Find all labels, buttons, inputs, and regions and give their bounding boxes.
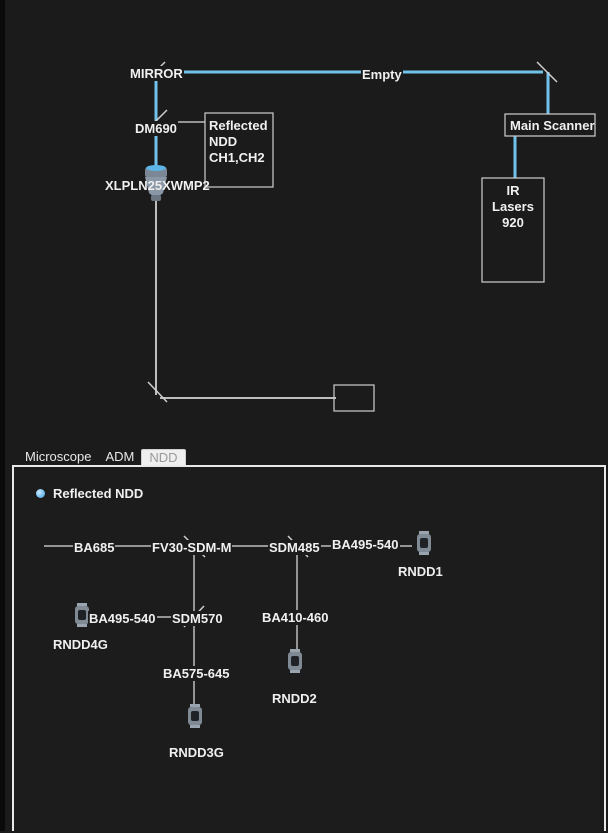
reflected-ndd-group: Reflected NDD [36, 486, 143, 501]
light-path-panel: MIRROR Empty DM690 XLPLN25XWMP2 Reflecte… [5, 0, 608, 448]
objective-icon [145, 165, 167, 201]
detector-rndd1-label: RNDD1 [398, 564, 443, 579]
filter-ba410-460[interactable]: BA410-460 [261, 610, 330, 625]
dm690-label: DM690 [134, 121, 178, 136]
rndd3g-detector-icon [188, 704, 202, 728]
ir-lasers-box [481, 177, 545, 283]
objective-label: XLPLN25XWMP2 [105, 178, 210, 193]
filter-ba495-540-b[interactable]: BA495-540 [88, 611, 157, 626]
filter-sdm485[interactable]: SDM485 [268, 540, 321, 555]
detector-rndd3g-label: RNDD3G [169, 745, 224, 760]
mirror-bottom-left [147, 381, 168, 403]
filter-ba495-540-a[interactable]: BA495-540 [331, 537, 400, 552]
reflected-ndd-box [204, 112, 274, 188]
main-scanner-box [504, 113, 596, 137]
filter-ba685[interactable]: BA685 [73, 540, 116, 555]
status-dot-icon [36, 489, 45, 498]
detector-rndd2-label: RNDD2 [272, 691, 317, 706]
tab-adm[interactable]: ADM [105, 449, 135, 464]
filter-ba575-645[interactable]: BA575-645 [162, 666, 231, 681]
ndd-panel: Reflected NDD BA685 FV30 [12, 465, 606, 831]
main-scanner-label[interactable]: Main Scanner [510, 118, 595, 133]
reflected-ndd-label[interactable]: Reflected NDD CH1,CH2 [209, 118, 268, 165]
mirror-label: MIRROR [129, 66, 184, 81]
empty-label: Empty [361, 67, 403, 82]
ir-lasers-label[interactable]: IR Lasers 920 [492, 183, 534, 230]
rndd1-detector-icon [417, 531, 431, 555]
detector-rndd4g-label: RNDD4G [53, 637, 108, 652]
filter-sdm570[interactable]: SDM570 [171, 611, 224, 626]
light-path-diagram [145, 61, 596, 412]
tab-ndd[interactable]: NDD [141, 449, 186, 465]
screen-edge [0, 0, 5, 831]
group-title: Reflected NDD [53, 486, 144, 501]
mirror-top-right [536, 61, 558, 83]
rndd2-detector-icon [288, 649, 302, 673]
filter-fv30-sdm-m[interactable]: FV30-SDM-M [151, 540, 233, 555]
tab-bar: Microscope ADM NDD [18, 449, 186, 465]
rndd4g-detector-icon [75, 603, 89, 627]
bottom-port-box [333, 384, 375, 412]
tab-microscope[interactable]: Microscope [25, 449, 92, 464]
